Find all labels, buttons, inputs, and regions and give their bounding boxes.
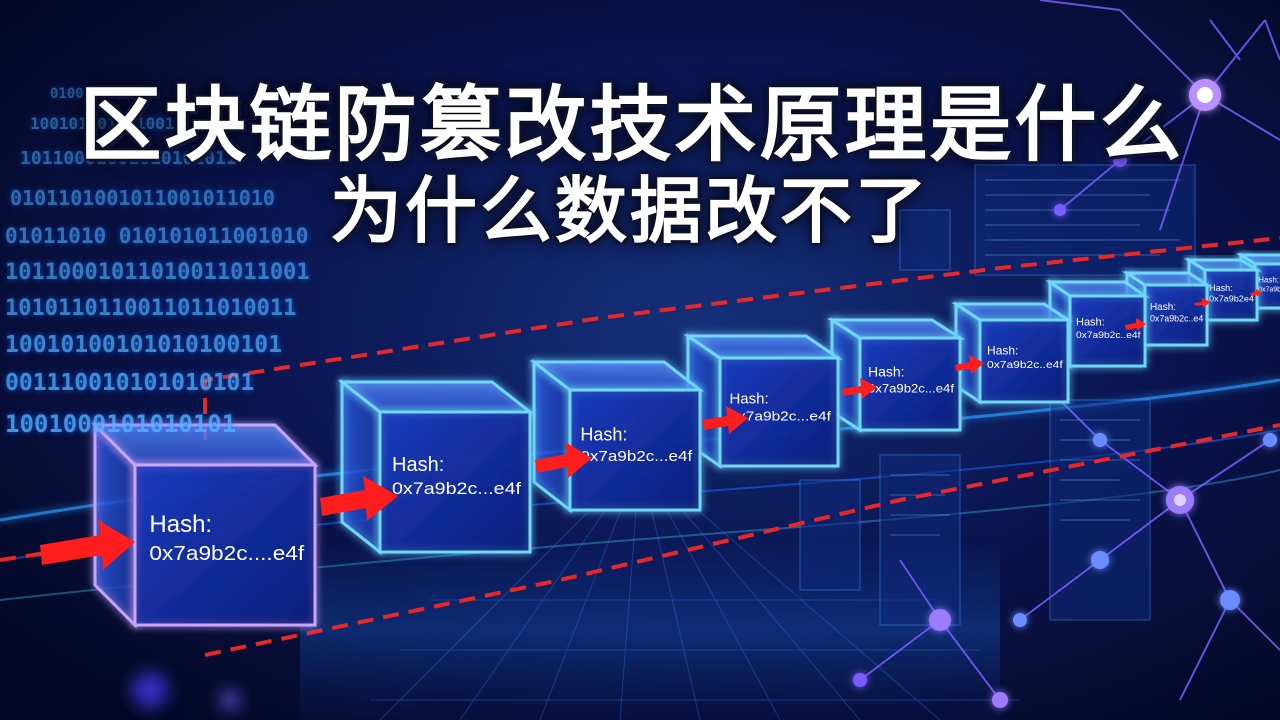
cube-front-face xyxy=(858,336,962,432)
hash-label: Hash: xyxy=(729,390,768,407)
block-cube: Hash: 0x7a9b2c...e4f xyxy=(529,358,705,514)
binary-row: 10110001001010101011 xyxy=(20,148,237,169)
block-cube: Hash: 0x7a9b2c...e4f xyxy=(683,333,843,469)
arrow-icon xyxy=(702,406,748,434)
hash-label: Hash: xyxy=(580,424,627,444)
hash-label: Hash: xyxy=(392,454,444,476)
arrow-icon xyxy=(1194,298,1210,308)
cube-front-face xyxy=(1068,294,1147,368)
binary-row: 100101001011001 xyxy=(30,114,175,133)
arrow-icon xyxy=(535,442,592,478)
title-line-2: 为什么数据改不了 xyxy=(329,169,930,253)
hash-value: 0x7a9b2c..e4f xyxy=(1076,330,1141,340)
cube-top-face xyxy=(1235,253,1280,266)
hash-label: Hash: xyxy=(149,511,212,538)
block-cube: Hash: 0x7a9b2c...e4f xyxy=(337,378,535,556)
hash-value: 0x7a9b2c...e4f xyxy=(729,409,831,424)
block-cube: Hash: 0x7a9b2c..e4f xyxy=(1045,279,1150,369)
binary-row: 1010110110011011010011 xyxy=(5,296,297,321)
block-cube: Hash: 0x7a9b2c...e4f xyxy=(826,317,966,433)
hash-value: 0x7a9b2c..e4f xyxy=(987,360,1063,371)
hash-value: 0x7a9b2e4 xyxy=(1209,294,1254,303)
title-line-1: 区块链防篡改技术原理是什么 xyxy=(79,78,1185,173)
cube-front-face xyxy=(718,356,840,468)
binary-row: 001110010101010101 xyxy=(5,370,255,396)
hash-value: 0x7a9b2c..e4 xyxy=(1150,314,1203,324)
binary-row: 1001000101010101 xyxy=(5,410,237,438)
cube-front-face xyxy=(978,318,1070,404)
binary-row: 10110001011010011011001 xyxy=(5,260,310,285)
hash-label: Hash: xyxy=(1076,316,1105,328)
block-cube: Hash: 0x7a9b2c....e4f xyxy=(91,421,319,629)
block-cube: Hash: 0x7a9b2c..e4f xyxy=(951,301,1073,405)
cube-front-face xyxy=(568,388,702,512)
binary-row: 10010100101010100101 xyxy=(5,332,282,358)
arrow-icon xyxy=(1250,289,1262,297)
block-chain: Hash:0x7a9b2e4Hash:0x7a9b2e4Hash:0x7a9b2… xyxy=(91,252,1280,629)
cube-front-face xyxy=(133,463,317,627)
arrow-icon xyxy=(1125,318,1146,331)
binary-row: 0101101001011001011010 xyxy=(10,186,275,210)
hash-value: 0x7a9b2c...e4f xyxy=(392,479,521,498)
hash-label: Hash: xyxy=(1150,302,1176,313)
cube-front-face xyxy=(378,410,532,554)
hash-value: 0x7a9b2c...e4f xyxy=(868,382,955,396)
arrow-icon xyxy=(320,476,398,521)
hash-label: Hash: xyxy=(1258,275,1279,284)
hash-value: 0x7a9b2c...e4f xyxy=(580,448,693,465)
hash-value: 0x7a9b2c....e4f xyxy=(149,543,304,565)
hash-label: Hash: xyxy=(1209,283,1233,293)
neuron-network xyxy=(132,0,1280,710)
chain-arrows xyxy=(40,289,1262,570)
binary-row: 01011010 010101011001010 xyxy=(5,224,309,248)
arrow-icon xyxy=(842,378,877,399)
binary-row: 01001010001 xyxy=(50,86,143,102)
arrow-icon xyxy=(955,355,984,374)
data-panels xyxy=(799,164,1196,626)
hash-value: 0x7a9b2e4 xyxy=(1258,287,1280,294)
hash-label: Hash: xyxy=(987,343,1018,357)
arrow-icon xyxy=(40,520,135,570)
hash-label: Hash: xyxy=(868,364,905,380)
